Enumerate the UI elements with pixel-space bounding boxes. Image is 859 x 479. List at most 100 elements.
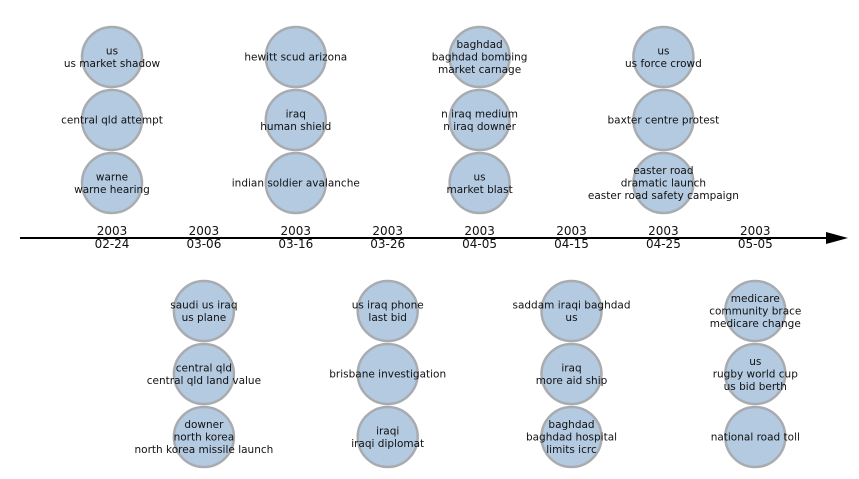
- topic-label: medicare change: [710, 318, 801, 330]
- tick-date-label: 02-24: [95, 237, 130, 251]
- topic-bubble-circle: [724, 405, 787, 469]
- topic-label: central qld attempt: [61, 115, 163, 127]
- topic-bubble-circle: [448, 88, 511, 152]
- tick-year-label: 2003: [740, 224, 771, 238]
- topic-label: brisbane investigation: [329, 369, 446, 381]
- topic-label: iraq: [561, 362, 581, 374]
- tick-date-label: 05-05: [738, 237, 773, 251]
- topic-bubble-circle: [80, 151, 144, 215]
- topic-bubble-circle: [172, 279, 236, 343]
- topic-bubble-circle: [172, 342, 236, 406]
- topic-bubble-circle: [540, 405, 603, 469]
- tick-date-label: 04-05: [462, 237, 497, 251]
- topic-label: n iraq medium: [441, 109, 518, 121]
- topic-label: hewitt scud arizona: [244, 52, 347, 64]
- topic-bubble-circle: [632, 25, 695, 89]
- topic-bubble-circle: [172, 405, 236, 469]
- topic-label: iraqi: [376, 425, 399, 437]
- tick-year-label: 2003: [97, 224, 128, 238]
- topic-label: north korea missile launch: [135, 444, 274, 456]
- topic-bubble: brisbane investigation: [329, 342, 446, 406]
- topic-label: us force crowd: [625, 58, 702, 70]
- topic-label: us iraq phone: [352, 299, 424, 311]
- topic-bubble-circle: [724, 342, 787, 406]
- topic-label: us bid berth: [724, 381, 787, 393]
- tick-year-label: 2003: [648, 224, 679, 238]
- tick-year-label: 2003: [189, 224, 220, 238]
- topic-bubble-circle: [356, 279, 419, 343]
- tick-date-label: 03-06: [186, 237, 221, 251]
- topic-label: human shield: [260, 121, 331, 133]
- tick-date-label: 03-16: [278, 237, 313, 251]
- topic-label: warne: [96, 171, 128, 183]
- topic-label: us market shadow: [64, 58, 161, 70]
- topic-bubble-circle: [724, 279, 787, 343]
- topic-label: easter road: [633, 165, 693, 177]
- tick-date-label: 03-26: [370, 237, 405, 251]
- topic-label: saddam iraqi baghdad: [512, 299, 630, 311]
- topic-label: warne hearing: [74, 184, 150, 196]
- timeline-arrowhead-icon: [826, 232, 848, 244]
- topic-bubble-circle: [264, 151, 328, 215]
- topic-label: central qld land value: [147, 375, 261, 387]
- topic-bubble: indian soldier avalanche: [232, 151, 360, 215]
- topic-bubble: central qld attempt: [61, 88, 163, 152]
- tick-date-label: 04-25: [646, 237, 681, 251]
- topic-label: baghdad bombing: [432, 52, 528, 64]
- topic-label: national road toll: [711, 432, 800, 444]
- topic-bubble: hewitt scud arizona: [244, 25, 347, 89]
- topic-bubble-circle: [448, 151, 511, 215]
- topic-bubble-circle: [80, 88, 144, 152]
- tick-year-label: 2003: [372, 224, 403, 238]
- topic-label: us: [657, 46, 669, 58]
- topic-label: market carnage: [438, 64, 521, 76]
- topic-label: easter road safety campaign: [588, 190, 739, 202]
- topic-label: downer: [184, 419, 224, 431]
- topic-bubble-circle: [540, 279, 603, 343]
- topic-label: dramatic launch: [621, 178, 706, 190]
- topic-label: us: [474, 171, 486, 183]
- topic-label: baghdad: [548, 419, 594, 431]
- topic-label: last bid: [368, 312, 407, 324]
- topic-label: us: [749, 356, 761, 368]
- topic-label: limits icrc: [546, 444, 597, 456]
- topic-label: more aid ship: [536, 375, 608, 387]
- timeline-tick-labels: 200302-24200303-06200303-16200303-262003…: [95, 224, 773, 251]
- topic-bubble-circle: [448, 25, 511, 89]
- tick-year-label: 2003: [281, 224, 312, 238]
- topic-bubble-circle: [264, 88, 328, 152]
- topic-bubble-circle: [540, 342, 603, 406]
- topic-bubble-circle: [632, 151, 695, 215]
- topic-label: baxter centre protest: [608, 115, 720, 127]
- topic-bubble-circle: [80, 25, 144, 89]
- topic-label: rugby world cup: [713, 369, 799, 381]
- topic-bubble-circle: [264, 25, 328, 89]
- topic-label: iraqi diplomat: [351, 438, 424, 450]
- topic-label: community brace: [709, 306, 801, 318]
- topic-bubble-circle: [356, 405, 419, 469]
- timeline-axis: [20, 232, 848, 244]
- topic-label: market blast: [446, 184, 512, 196]
- topic-label: us: [106, 46, 118, 58]
- topic-label: baghdad: [457, 39, 503, 51]
- topic-label: medicare: [731, 293, 780, 305]
- topic-label: north korea: [174, 432, 235, 444]
- topic-label: saudi us iraq: [170, 299, 237, 311]
